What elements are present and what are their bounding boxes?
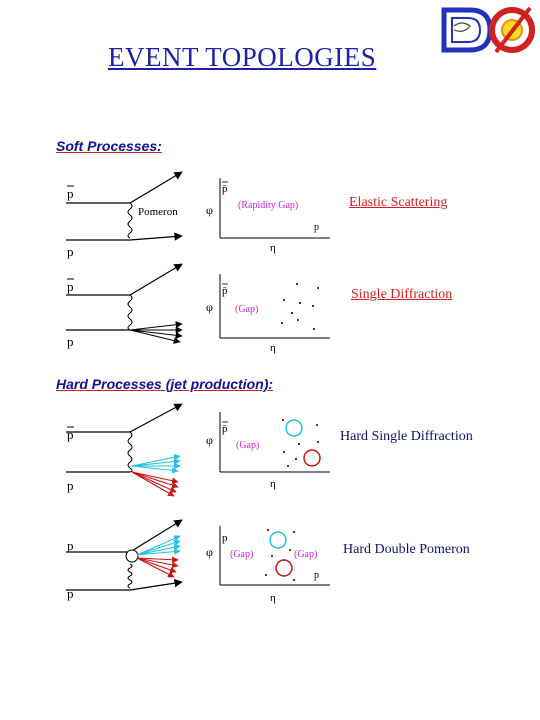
svg-text:(Gap): (Gap) bbox=[294, 549, 317, 560]
cyan-jet-circle bbox=[285, 419, 303, 437]
svg-text:φ: φ bbox=[206, 300, 213, 314]
hard-single-pbar-label: p bbox=[67, 426, 74, 442]
single-diffraction-feynman bbox=[66, 263, 183, 344]
single-pbar-label: p bbox=[67, 278, 74, 294]
cyan-jet-circle bbox=[269, 531, 287, 549]
single-diffraction-label: Single Diffraction bbox=[351, 287, 453, 302]
svg-text:p: p bbox=[67, 279, 74, 294]
hard-processes-heading: Hard Processes (jet production): bbox=[56, 376, 274, 392]
red-jet-circle bbox=[303, 449, 321, 467]
elastic-p-label: p bbox=[67, 244, 74, 259]
d0-logo bbox=[440, 4, 538, 61]
red-jet-circle bbox=[275, 559, 293, 577]
hard-double-p-top-label: p bbox=[67, 538, 74, 553]
svg-text:(Gap): (Gap) bbox=[230, 549, 253, 560]
svg-text:p̄: p̄ bbox=[222, 285, 228, 297]
svg-text:η: η bbox=[270, 478, 276, 490]
svg-text:p: p bbox=[222, 532, 228, 544]
hard-single-feynman bbox=[66, 403, 183, 497]
svg-text:p: p bbox=[67, 427, 74, 442]
plot-p-label: p bbox=[314, 222, 319, 233]
hard-single-diffraction-label: Hard Single Diffraction bbox=[340, 429, 473, 444]
elastic-feynman-diagram bbox=[66, 171, 183, 241]
rapidity-gap-label: (Rapidity Gap) bbox=[238, 200, 298, 211]
svg-text:p: p bbox=[314, 570, 319, 581]
svg-text:p̄: p̄ bbox=[222, 423, 228, 435]
hard-single-p-label: p bbox=[67, 478, 74, 493]
pbar-symbol: p bbox=[67, 186, 74, 201]
svg-text:η: η bbox=[270, 342, 276, 354]
pomeron-label: Pomeron bbox=[138, 206, 178, 218]
svg-text:η: η bbox=[270, 592, 276, 604]
soft-processes-heading: Soft Processes: bbox=[56, 138, 162, 154]
svg-text:φ: φ bbox=[206, 545, 213, 559]
hard-single-plot: p̄ φ (Gap) η bbox=[206, 412, 330, 490]
hard-double-plot: p φ (Gap) (Gap) p η bbox=[206, 526, 330, 604]
hard-double-feynman bbox=[66, 519, 183, 591]
elastic-pbar-label: p bbox=[67, 185, 74, 201]
single-diffraction-plot: p̄ φ (Gap) η bbox=[206, 274, 330, 354]
svg-text:φ: φ bbox=[206, 433, 213, 447]
particle-dots bbox=[281, 283, 319, 330]
plot-pbar-label: p̄ bbox=[222, 183, 228, 195]
phi-label: φ bbox=[206, 203, 213, 217]
elastic-eta-phi-plot: p̄ φ (Rapidity Gap) p η bbox=[206, 178, 330, 254]
hard-double-pomeron-label: Hard Double Pomeron bbox=[343, 542, 470, 557]
gap-label: (Gap) bbox=[235, 304, 258, 315]
page-title: EVENT TOPOLOGIES bbox=[108, 42, 377, 72]
hard-double-p-bottom-label: p bbox=[67, 586, 74, 601]
eta-label: η bbox=[270, 242, 276, 254]
single-p-label: p bbox=[67, 334, 74, 349]
svg-text:(Gap): (Gap) bbox=[236, 440, 259, 451]
elastic-scattering-label: Elastic Scattering bbox=[349, 195, 448, 210]
